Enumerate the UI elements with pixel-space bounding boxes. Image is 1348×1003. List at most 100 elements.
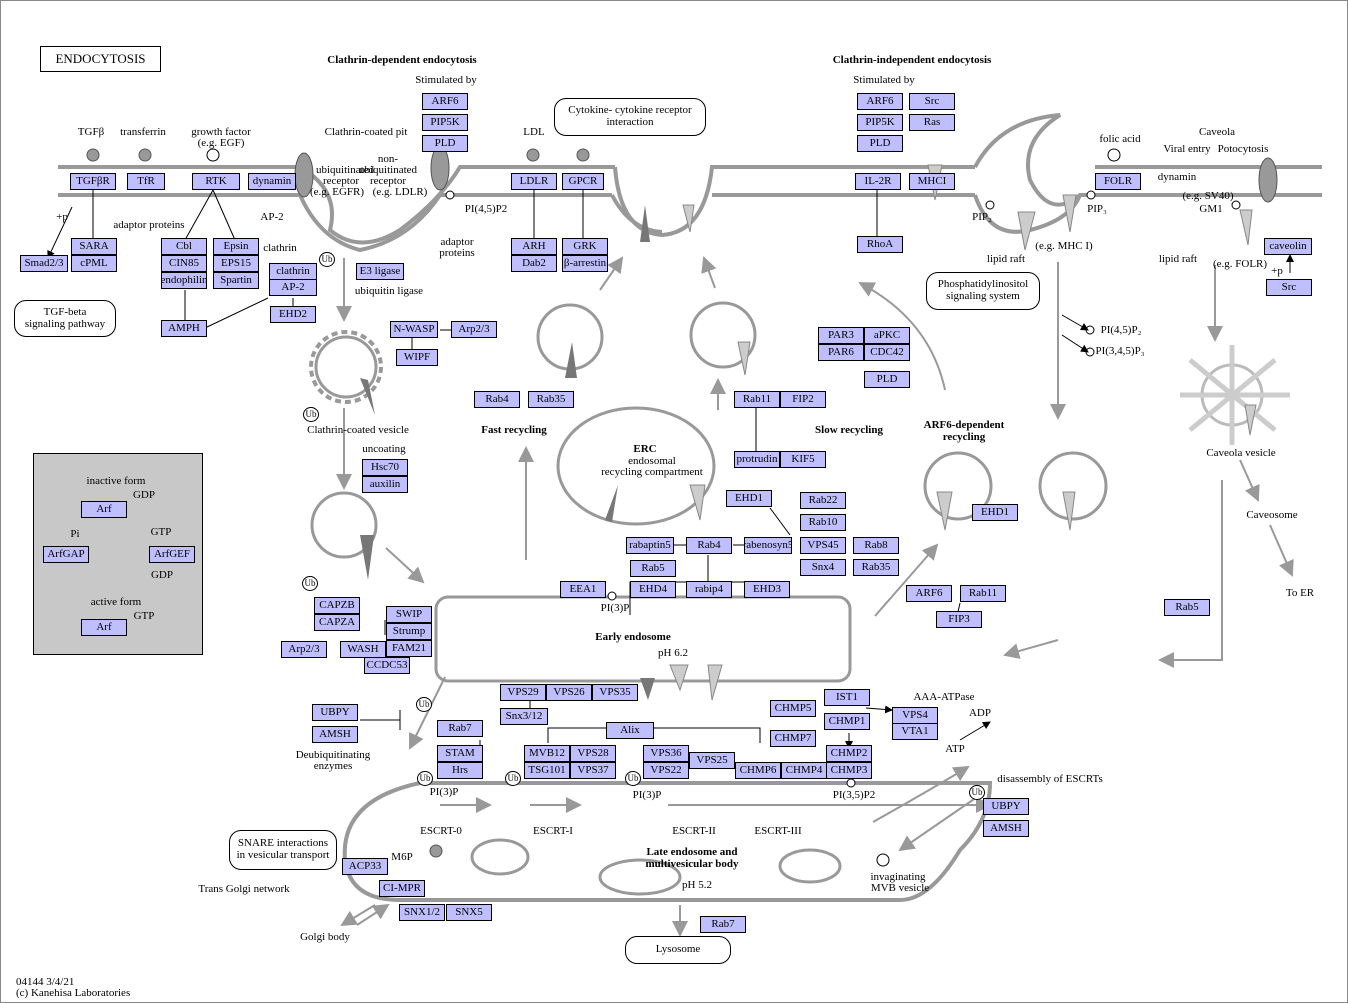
gene-box-dab2[interactable]: Dab2: [511, 255, 557, 272]
gene-box-mvb12[interactable]: MVB12: [524, 745, 570, 762]
gene-box-cimpr[interactable]: CI-MPR: [379, 880, 425, 897]
gene-box-ccdc53[interactable]: CCDC53: [364, 657, 410, 674]
gene-box-rabenosyn5[interactable]: rabenosyn5: [744, 537, 792, 554]
gene-box-pip5k_top[interactable]: PIP5K: [422, 114, 468, 131]
gene-box-rab7_b[interactable]: Rab7: [700, 916, 746, 933]
gene-box-ehd1_a[interactable]: EHD1: [726, 490, 772, 507]
gene-box-arf_inactive[interactable]: Arf: [81, 501, 127, 518]
gene-box-pld_mid[interactable]: PLD: [857, 135, 903, 152]
gene-box-snx12[interactable]: SNX1/2: [399, 904, 445, 921]
gene-box-snx312[interactable]: Snx3/12: [500, 708, 548, 725]
gene-box-mhci[interactable]: MHCI: [909, 173, 955, 190]
gene-box-nwasp[interactable]: N-WASP: [390, 321, 438, 338]
gene-box-amph[interactable]: AMPH: [161, 320, 207, 337]
gene-box-ehd3[interactable]: EHD3: [744, 581, 790, 598]
gene-box-barrestin[interactable]: β-arrestin: [562, 255, 608, 272]
gene-box-wash[interactable]: WASH: [340, 641, 386, 658]
gene-box-rab11_a[interactable]: Rab11: [734, 391, 780, 408]
gene-box-chmp1[interactable]: CHMP1: [824, 713, 870, 730]
gene-box-amsh_b[interactable]: AMSH: [983, 820, 1029, 837]
gene-box-ras[interactable]: Ras: [909, 114, 955, 131]
gene-box-eps15[interactable]: EPS15: [213, 255, 259, 272]
gene-box-rabip4[interactable]: rabip4: [686, 581, 732, 598]
gene-box-eea1[interactable]: EEA1: [560, 581, 606, 598]
gene-box-rab35_a[interactable]: Rab35: [528, 391, 574, 408]
gene-box-rab8[interactable]: Rab8: [853, 537, 899, 554]
gene-box-arp23_b[interactable]: Arp2/3: [281, 641, 327, 658]
gene-box-vta1[interactable]: VTA1: [892, 723, 938, 740]
gene-box-strump[interactable]: Strump: [386, 623, 432, 640]
gene-box-folr[interactable]: FOLR: [1095, 173, 1141, 190]
pathway-link-phosphatidylinositol[interactable]: Phosphatidylinositol signaling system: [926, 272, 1040, 310]
gene-box-rab4_a[interactable]: Rab4: [474, 391, 520, 408]
gene-box-ist1[interactable]: IST1: [824, 689, 870, 706]
gene-box-arf_active[interactable]: Arf: [81, 619, 127, 636]
gene-box-ubpy_a[interactable]: UBPY: [312, 704, 358, 721]
gene-box-chmp3[interactable]: CHMP3: [826, 762, 872, 779]
gene-box-chmp7[interactable]: CHMP7: [770, 730, 816, 747]
pathway-link-cytokine[interactable]: Cytokine- cytokine receptor interaction: [554, 98, 706, 136]
gene-box-sara[interactable]: SARA: [71, 238, 117, 255]
gene-box-stam[interactable]: STAM: [437, 745, 483, 762]
gene-box-fam21[interactable]: FAM21: [386, 640, 432, 657]
gene-box-ubpy_b[interactable]: UBPY: [983, 798, 1029, 815]
gene-box-kif5[interactable]: KIF5: [780, 451, 826, 468]
pathway-link-snare[interactable]: SNARE interactions in vesicular transpor…: [229, 830, 337, 870]
gene-box-cbl[interactable]: Cbl: [161, 238, 207, 255]
gene-box-tfr[interactable]: TfR: [127, 173, 165, 190]
gene-box-rab22[interactable]: Rab22: [800, 492, 846, 509]
gene-box-src_cav[interactable]: Src: [1266, 279, 1312, 296]
gene-box-endophilin[interactable]: endophilin: [161, 272, 207, 289]
gene-box-ehd2[interactable]: EHD2: [270, 306, 316, 323]
gene-box-arf6_mid[interactable]: ARF6: [857, 93, 903, 110]
gene-box-pld_top[interactable]: PLD: [422, 135, 468, 152]
gene-box-vps35[interactable]: VPS35: [592, 684, 638, 701]
gene-box-auxilin[interactable]: auxilin: [362, 476, 408, 493]
gene-box-e3ligase[interactable]: E3 ligase: [356, 263, 404, 280]
gene-box-tsg101[interactable]: TSG101: [524, 762, 570, 779]
gene-box-src_top[interactable]: Src: [909, 93, 955, 110]
gene-box-caveolin[interactable]: caveolin: [1264, 238, 1312, 255]
gene-box-il2r[interactable]: IL-2R: [855, 173, 901, 190]
gene-box-gpcr[interactable]: GPCR: [562, 173, 604, 190]
gene-box-chmp6[interactable]: CHMP6: [735, 762, 781, 779]
gene-box-chmp5[interactable]: CHMP5: [770, 700, 816, 717]
gene-box-vps29[interactable]: VPS29: [500, 684, 546, 701]
gene-box-cpml[interactable]: cPML: [71, 255, 117, 272]
gene-box-arfgef[interactable]: ArfGEF: [149, 546, 195, 563]
gene-box-snx4[interactable]: Snx4: [800, 559, 846, 576]
gene-box-ldlr[interactable]: LDLR: [511, 173, 557, 190]
gene-box-amsh_a[interactable]: AMSH: [312, 726, 358, 743]
gene-box-rtk[interactable]: RTK: [192, 173, 240, 190]
gene-box-cdc42[interactable]: CDC42: [864, 344, 910, 361]
gene-box-vps4[interactable]: VPS4: [892, 707, 938, 724]
gene-box-hsc70[interactable]: Hsc70: [362, 459, 408, 476]
gene-box-snx5[interactable]: SNX5: [446, 904, 492, 921]
gene-box-smad23[interactable]: Smad2/3: [20, 255, 68, 272]
gene-box-hrs[interactable]: Hrs: [437, 762, 483, 779]
gene-box-par6[interactable]: PAR6: [818, 344, 864, 361]
gene-box-capza[interactable]: CAPZA: [314, 614, 360, 631]
gene-box-chmp2[interactable]: CHMP2: [826, 745, 872, 762]
gene-box-chmp4[interactable]: CHMP4: [781, 762, 827, 779]
gene-box-ap2[interactable]: AP-2: [269, 279, 317, 296]
gene-box-grk[interactable]: GRK: [562, 238, 608, 255]
gene-box-tgfbr[interactable]: TGFβR: [70, 173, 116, 190]
gene-box-par3[interactable]: PAR3: [818, 327, 864, 344]
gene-box-rab35_b[interactable]: Rab35: [853, 559, 899, 576]
gene-box-vps28[interactable]: VPS28: [570, 745, 616, 762]
pathway-link-lysosome[interactable]: Lysosome: [625, 936, 731, 964]
gene-box-rab5_b[interactable]: Rab5: [1164, 599, 1210, 616]
gene-box-ehd4[interactable]: EHD4: [630, 581, 676, 598]
gene-box-capzb[interactable]: CAPZB: [314, 597, 360, 614]
gene-box-rabaptin5[interactable]: rabaptin5: [626, 537, 674, 554]
gene-box-arfgap[interactable]: ArfGAP: [43, 546, 89, 563]
gene-box-alix[interactable]: Alix: [606, 722, 654, 739]
gene-box-vps22[interactable]: VPS22: [643, 762, 689, 779]
gene-box-protrudin[interactable]: protrudin: [734, 451, 780, 468]
gene-box-clathrin[interactable]: clathrin: [269, 263, 317, 280]
gene-box-vps37[interactable]: VPS37: [570, 762, 616, 779]
gene-box-vps26[interactable]: VPS26: [546, 684, 592, 701]
pathway-link-tgfbeta[interactable]: TGF-beta signaling pathway: [14, 300, 116, 337]
gene-box-arf6_b[interactable]: ARF6: [906, 585, 952, 602]
